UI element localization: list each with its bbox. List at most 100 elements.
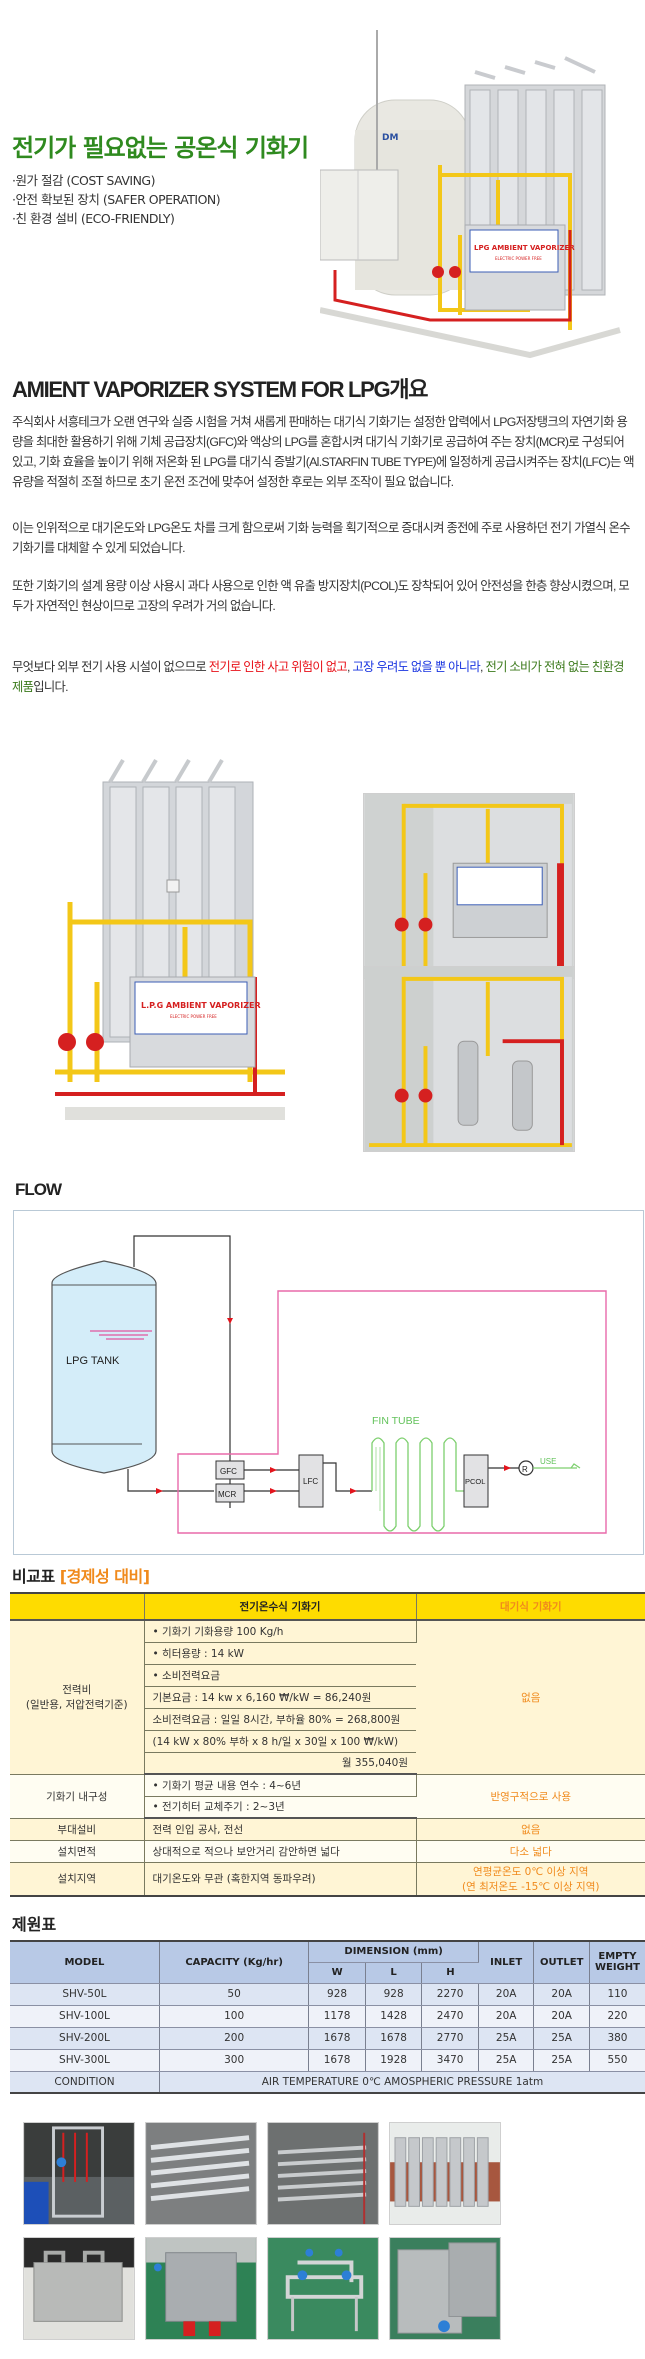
cell-w: 1678 — [308, 2049, 366, 2072]
no-electric-accident-text: 전기로 인한 사고 위험이 없고 — [208, 660, 348, 674]
header-blank — [10, 1593, 145, 1621]
table-cell: • 전기히터 교체주기 : 2~3년 — [144, 1796, 416, 1819]
cell-weight: 110 — [589, 1983, 645, 2006]
overview-title: AMIENT VAPORIZER SYSTEM FOR LPG개요 — [12, 377, 429, 402]
photo-main-label: L.P.G AMBIENT VAPORIZER — [141, 1001, 261, 1010]
text: 입니다. — [33, 680, 68, 694]
cell-l: 1678 — [365, 2027, 423, 2050]
spec-title: 제원표 — [12, 1915, 57, 1934]
cell-inlet: 20A — [478, 1983, 535, 2006]
comparison-title-text: 비교표 — [12, 1567, 55, 1586]
header-w: W — [308, 1962, 366, 1984]
table-row: • 소비전력요금 — [10, 1664, 645, 1687]
fin-tube-coil — [371, 1437, 464, 1532]
cell-model: SHV-50L — [10, 1983, 160, 2006]
gallery-photo-tank-red-valves — [145, 2237, 257, 2340]
hero-product-photo: DM — [320, 30, 621, 359]
spec-table: MODEL CAPACITY (Kg/hr) DIMENSION (mm) IN… — [10, 1940, 645, 2094]
header-line: EMPTY — [598, 1951, 637, 1963]
power-cost-label: 전력비(일반용, 저압전력기준) — [10, 1620, 145, 1775]
table-row: 소비전력요금 : 일일 8시간, 부하율 80% = 268,800원 — [10, 1708, 645, 1731]
pcol-box — [463, 1454, 489, 1508]
table-row: 전력비(일반용, 저압전력기준) • 기화기 기화용량 100 Kg/h 없음 — [10, 1620, 645, 1775]
table-cell: 전력 인입 공사, 전선 — [144, 1818, 417, 1841]
table-cell: 설치지역 — [10, 1862, 145, 1897]
cell-weight: 220 — [589, 2005, 645, 2028]
header-inlet: INLET — [478, 1941, 535, 1984]
cell-h: 2270 — [421, 1983, 479, 2006]
hero-title: 전기가 필요없는 공온식 기화기 — [12, 134, 309, 162]
use-label: USE — [540, 1457, 556, 1466]
cell-h: 2470 — [421, 2005, 479, 2028]
comparison-title: 비교표 [경제성 대비] — [12, 1563, 150, 1587]
table-row: 월 355,040원 — [10, 1752, 645, 1775]
table-cell: 기본요금 : 14 kw x 6,160 ₩/kW = 86,240원 — [144, 1686, 416, 1709]
overview-paragraph: 또한 기화기의 설계 용량 이상 사용시 과다 사용으로 인한 액 유출 방지장… — [12, 579, 630, 613]
table-cell: • 히터용량 : 14 kW — [144, 1642, 416, 1665]
comparison-header-row: 전기온수식 기화기 대기식 기화기 — [10, 1593, 645, 1621]
table-cell: 설치면적 — [10, 1840, 145, 1863]
fin-tube-label: FIN TUBE — [372, 1415, 420, 1427]
mcr-box — [215, 1483, 245, 1503]
cell-outlet: 20A — [533, 1983, 590, 2006]
pcol-label: PCOL — [465, 1477, 485, 1486]
region-line: (연 최저온도 -15℃ 이상 지역) — [462, 1880, 600, 1893]
condition-label: CONDITION — [10, 2071, 160, 2094]
cell-model: SHV-300L — [10, 2049, 160, 2072]
no-breakdown-text: 고장 우려도 없을 뿐 아니라 — [352, 660, 481, 674]
power-ambient-cell: 없음 — [416, 1620, 645, 1775]
cell-model: SHV-200L — [10, 2027, 160, 2050]
gallery-photo-valve-manifold — [267, 2237, 379, 2340]
cell-w: 1678 — [308, 2027, 366, 2050]
table-row: 설치면적 상대적으로 적으나 보안거리 감안하면 넓다 다소 넓다 — [10, 1840, 645, 1863]
table-cell: 없음 — [416, 1818, 645, 1841]
lpg-tank-label: LPG TANK — [66, 1355, 120, 1367]
cell-l: 1428 — [365, 2005, 423, 2028]
header-ambient-vaporizer: 대기식 기화기 — [416, 1593, 645, 1621]
gallery-photo-fin-rack — [267, 2122, 379, 2225]
comparison-title-accent: [경제성 대비] — [59, 1567, 150, 1586]
durability-label: 기화기 내구성 — [10, 1774, 145, 1819]
feature-item: ·친 환경 설비 (ECO-FRIENDLY) — [12, 211, 175, 226]
product-photo-main: L.P.G AMBIENT VAPORIZER ELECTRIC POWER F… — [45, 752, 305, 1120]
highlight-paragraph: 무엇보다 외부 전기 사용 시설이 없으므로 전기로 인한 사고 위험이 없고,… — [12, 657, 637, 697]
feature-list: ·원가 절감 (COST SAVING) ·안전 확보된 장치 (SAFER O… — [12, 171, 221, 228]
header-capacity: CAPACITY (Kg/hr) — [159, 1941, 310, 1984]
cell-w: 1178 — [308, 2005, 366, 2028]
header-model: MODEL — [10, 1941, 160, 1984]
header-outlet: OUTLET — [533, 1941, 590, 1984]
cell-capacity: 200 — [159, 2027, 310, 2050]
gallery-photo-box-unit — [23, 2237, 135, 2340]
table-cell: 다소 넓다 — [416, 1840, 645, 1863]
separator-text: , — [346, 660, 353, 674]
lfc-box — [298, 1454, 324, 1508]
durability-ambient-cell: 반영구적으로 사용 — [416, 1774, 645, 1819]
table-row: 설치지역 대기온도와 무관 (혹한지역 동파우려) 연평균온도 0℃ 이상 지역… — [10, 1862, 645, 1897]
gallery-photo-factory-assembly — [23, 2122, 135, 2225]
cell-outlet: 20A — [533, 2005, 590, 2028]
overview-paragraph: 주식회사 서흥테크가 오랜 연구와 실증 시험을 거쳐 새롭게 판매하는 대기식… — [12, 415, 635, 489]
feature-item: ·원가 절감 (COST SAVING) — [12, 173, 155, 188]
hero-photo-label: LPG AMBIENT VAPORIZER — [474, 244, 575, 252]
table-cell: 대기온도와 무관 (혹한지역 동파우려) — [144, 1862, 417, 1897]
lfc-label: LFC — [303, 1477, 318, 1486]
cell-weight: 380 — [589, 2027, 645, 2050]
hero-photo-sublabel: ELECTRIC POWER FREE — [495, 256, 542, 261]
eco-friendly-text: 전기 소비가 전혀 없는 친환경 제품 — [12, 660, 624, 694]
table-cell: • 기화기 평균 내용 연수 : 4~6년 — [144, 1774, 417, 1797]
label-line: (일반용, 저압전력기준) — [25, 1699, 128, 1712]
cell-h: 3470 — [421, 2049, 479, 2072]
condition-value: AIR TEMPERATURE 0℃ AMOSPHERIC PRESSURE 1… — [159, 2071, 645, 2094]
cell-l: 928 — [365, 1983, 423, 2006]
regulator-label: R — [522, 1465, 528, 1474]
cell-weight: 550 — [589, 2049, 645, 2072]
overview-paragraph: 이는 인위적으로 대기온도와 LPG온도 차를 크게 함으로써 기화 능력을 획… — [12, 521, 631, 555]
gallery-photo-steel-boxes — [389, 2237, 501, 2340]
header-h: H — [421, 1962, 479, 1984]
cell-capacity: 50 — [159, 1983, 310, 2006]
